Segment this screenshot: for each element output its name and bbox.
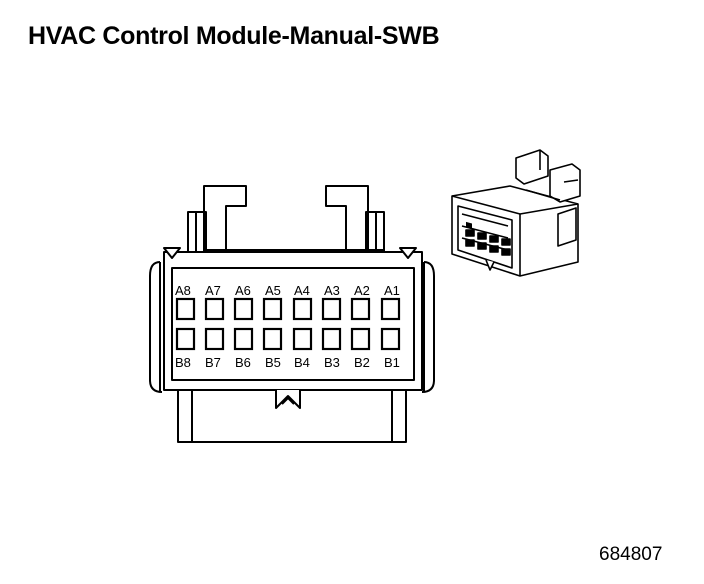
cavity-a1 xyxy=(380,297,401,321)
pin-labels-row-a: A8 A7 A6 A5 A4 A3 A2 A1 xyxy=(175,283,400,298)
cavity-b6 xyxy=(233,327,254,351)
pin-label: A1 xyxy=(384,283,400,298)
pin-label: A4 xyxy=(294,283,310,298)
cavity-b3 xyxy=(321,327,342,351)
pin-label: B5 xyxy=(265,355,281,370)
pin1-marker-right xyxy=(399,247,417,259)
pin-label: A8 xyxy=(175,283,191,298)
diagram-title: HVAC Control Module-Manual-SWB xyxy=(28,22,440,50)
cavity-a5 xyxy=(262,297,283,321)
cavity-a6 xyxy=(233,297,254,321)
cavity-b7 xyxy=(204,327,225,351)
pin-label: B2 xyxy=(354,355,370,370)
figure-number: 684807 xyxy=(599,544,663,565)
cavity-b8 xyxy=(175,327,196,351)
cavity-b1 xyxy=(380,327,401,351)
cavity-a2 xyxy=(350,297,371,321)
cavity-b5 xyxy=(262,327,283,351)
pin1-marker-left xyxy=(163,247,181,259)
connector-isometric-view xyxy=(451,149,581,277)
pin-label: B7 xyxy=(205,355,221,370)
cavity-a4 xyxy=(292,297,313,321)
cavity-a7 xyxy=(204,297,225,321)
left-latch xyxy=(203,185,247,253)
cavity-a8 xyxy=(175,297,196,321)
right-latch xyxy=(325,185,369,253)
pin-labels-row-b: B8 B7 B6 B5 B4 B3 B2 B1 xyxy=(175,355,400,370)
pin-label: B4 xyxy=(294,355,310,370)
connector-face-view xyxy=(149,185,435,443)
pin-cavities xyxy=(175,297,401,351)
pin-label: A7 xyxy=(205,283,221,298)
pin-label: A2 xyxy=(354,283,370,298)
pin-label: B8 xyxy=(175,355,191,370)
pin-label: A3 xyxy=(324,283,340,298)
cavity-b2 xyxy=(350,327,371,351)
pin-label: A6 xyxy=(235,283,251,298)
cavity-b4 xyxy=(292,327,313,351)
connector-housing xyxy=(163,251,423,391)
cavity-a3 xyxy=(321,297,342,321)
pin-label: A5 xyxy=(265,283,281,298)
pin-label: B1 xyxy=(384,355,400,370)
pin-label: B3 xyxy=(324,355,340,370)
keyway xyxy=(275,390,301,409)
pin-label: B6 xyxy=(235,355,251,370)
